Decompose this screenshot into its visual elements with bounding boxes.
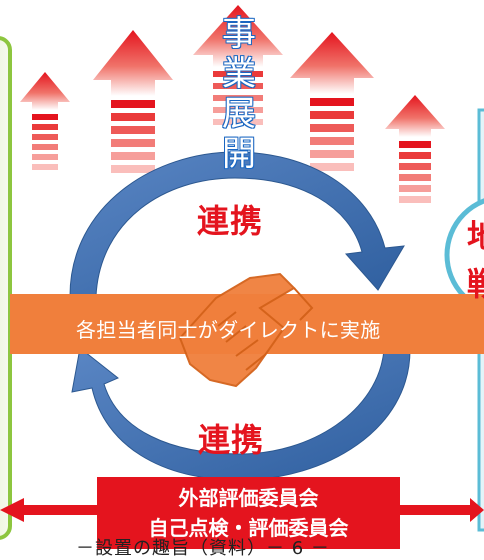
up-arrow-2: [93, 30, 173, 173]
title-char: 開: [221, 133, 256, 174]
left-panel: [0, 36, 12, 540]
right-char: 戦: [467, 265, 484, 303]
title-char: 業: [221, 53, 256, 94]
vertical-title: 事 業 展 開: [220, 13, 258, 174]
cycle-arrow-top: [69, 151, 405, 297]
committee-line-1: 外部評価委員会: [178, 486, 319, 510]
up-arrow-5: [385, 95, 445, 203]
title-char: 展: [221, 93, 256, 134]
footer-page-label: －設置の趣旨（資料）－ 6 －: [76, 538, 330, 559]
right-circle: [444, 198, 484, 312]
right-panel-text: 地 戦: [467, 212, 484, 308]
up-arrow-4: [290, 32, 374, 171]
committee-box: 外部評価委員会 自己点検・評価委員会: [97, 477, 400, 549]
cycle-label-bottom: 連携: [198, 421, 265, 459]
right-char: 地: [467, 217, 484, 255]
title-char: 事: [221, 13, 256, 54]
up-arrow-1: [20, 72, 70, 170]
cycle-label-top: 連携: [197, 202, 264, 240]
band-text: 各担当者同士がダイレクトに実施: [76, 318, 381, 342]
committee-line-2: 自己点検・評価委員会: [148, 516, 349, 540]
handshake-icon: [178, 272, 314, 388]
up-arrow-3: [193, 5, 283, 125]
cycle-arrow-bottom: [71, 347, 411, 481]
